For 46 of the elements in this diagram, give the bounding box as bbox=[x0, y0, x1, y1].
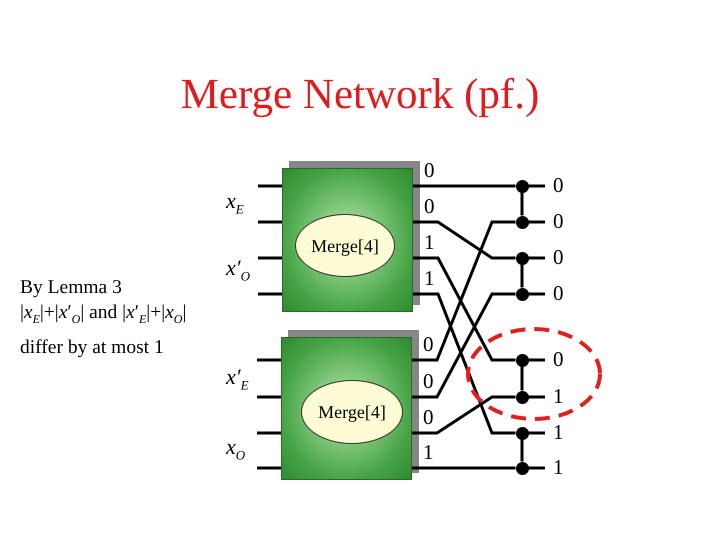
junction-dot bbox=[516, 354, 528, 366]
junction-dot bbox=[516, 252, 528, 264]
wire bbox=[412, 466, 516, 470]
output-wire bbox=[528, 184, 545, 188]
output-wire bbox=[528, 466, 545, 470]
junction-dot bbox=[516, 390, 528, 404]
output-wire bbox=[528, 256, 545, 260]
input-wire bbox=[258, 256, 282, 260]
merge-ellipse: Merge[4] bbox=[301, 380, 403, 444]
output-wire bbox=[528, 358, 545, 362]
title: Merge Network (pf.) bbox=[180, 71, 540, 119]
wire bbox=[412, 292, 516, 398]
note-text: |x$_{E}$|+|x′$_{O}$| and |x′$_{E}$|+|x$_{O}$| bbox=[20, 301, 186, 328]
input-wire bbox=[257, 358, 281, 362]
input-wire bbox=[257, 396, 281, 398]
input-wire bbox=[258, 184, 282, 188]
input-label: x′$_{O}$ bbox=[226, 255, 250, 286]
input-label: x′$_{E}$ bbox=[226, 364, 249, 394]
input-label: x$_{E}$ bbox=[226, 188, 244, 218]
wire bbox=[413, 256, 516, 362]
input-label: x$_{O}$ bbox=[226, 434, 246, 464]
junction-dot bbox=[516, 216, 528, 228]
wire bbox=[412, 396, 516, 434]
comparator-line bbox=[520, 264, 524, 288]
comparator-line bbox=[520, 440, 524, 462]
junction-dot bbox=[516, 180, 528, 192]
junction-dot bbox=[516, 462, 528, 474]
input-wire bbox=[258, 220, 282, 224]
output-wire bbox=[528, 396, 545, 398]
wire bbox=[412, 220, 516, 362]
input-wire bbox=[257, 466, 281, 470]
merge-ellipse: Merge[4] bbox=[295, 214, 395, 277]
wire bbox=[413, 220, 516, 260]
wire bbox=[413, 292, 516, 434]
junction-dot bbox=[516, 426, 528, 440]
comparator-line bbox=[520, 192, 524, 216]
output-wire bbox=[528, 432, 545, 434]
input-wire bbox=[257, 432, 281, 434]
output-wire bbox=[528, 292, 545, 296]
input-wire bbox=[258, 292, 282, 296]
junction-dot bbox=[516, 288, 528, 300]
comparator-line bbox=[520, 366, 524, 390]
note-text: By Lemma 3 bbox=[20, 276, 122, 298]
note-text: differ by at most 1 bbox=[20, 336, 164, 358]
wire bbox=[413, 184, 516, 188]
output-wire bbox=[528, 220, 545, 224]
